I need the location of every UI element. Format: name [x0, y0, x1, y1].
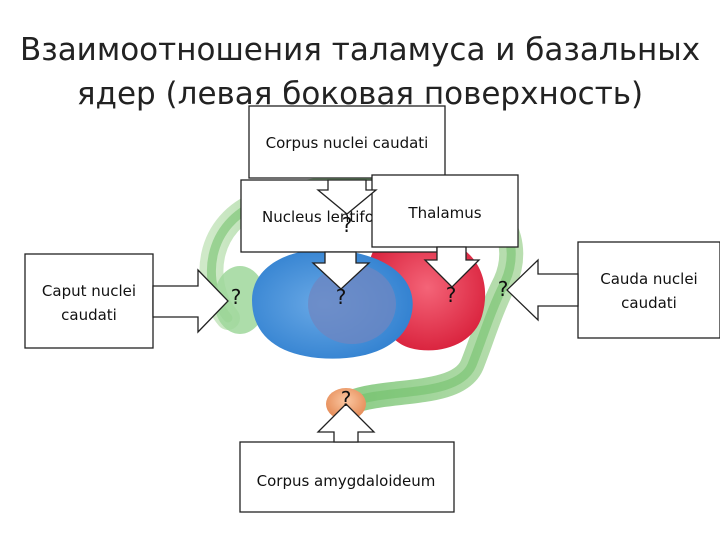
arrow-up-amygdaloideum: [316, 403, 376, 443]
thalamus-callout: Thalamus: [371, 174, 519, 248]
arrow-down-corpus: [316, 179, 378, 215]
thalamus-label: Thalamus: [407, 204, 481, 222]
marker-corpus: ?: [342, 213, 353, 237]
caput-label-line-2: caudati: [61, 306, 117, 324]
arrow-down-lentiformis: [311, 251, 371, 290]
cauda-label-line-2: caudati: [621, 294, 677, 312]
arrow-down-thalamus: [423, 246, 481, 288]
slide-title: Взаимоотношения таламуса и базальных яде…: [0, 28, 720, 116]
nucleus-lentiformis-label: Nucleus lentiformis: [262, 208, 407, 226]
caput-label-line-1: Caput nuclei: [42, 282, 136, 300]
marker-lentiformis: ?: [336, 285, 347, 309]
caput-nuclei-caudati-callout: Caput nuclei caudati: [24, 253, 154, 349]
marker-cauda: ?: [498, 277, 509, 301]
corpus-amygdaloideum-callout: Corpus amygdaloideum: [239, 441, 455, 513]
marker-thalamus: ?: [446, 283, 457, 307]
arrow-right-caput: [152, 268, 229, 334]
corpus-nuclei-caudati-label: Corpus nuclei caudati: [266, 134, 429, 152]
lentiform-nucleus: [252, 249, 413, 359]
corpus-amygdaloideum-label: Corpus amygdaloideum: [257, 472, 436, 490]
arrow-left-cauda: [506, 258, 579, 322]
cauda-nuclei-caudati-callout: Cauda nuclei caudati: [577, 241, 720, 339]
title-line-1: Взаимоотношения таламуса и базальных: [19, 32, 701, 68]
marker-caput: ?: [231, 285, 242, 309]
cauda-label-line-1: Cauda nuclei: [600, 270, 697, 288]
marker-amygdaloideum: ?: [341, 387, 352, 411]
corpus-nuclei-caudati-callout: Corpus nuclei caudati: [248, 105, 446, 179]
